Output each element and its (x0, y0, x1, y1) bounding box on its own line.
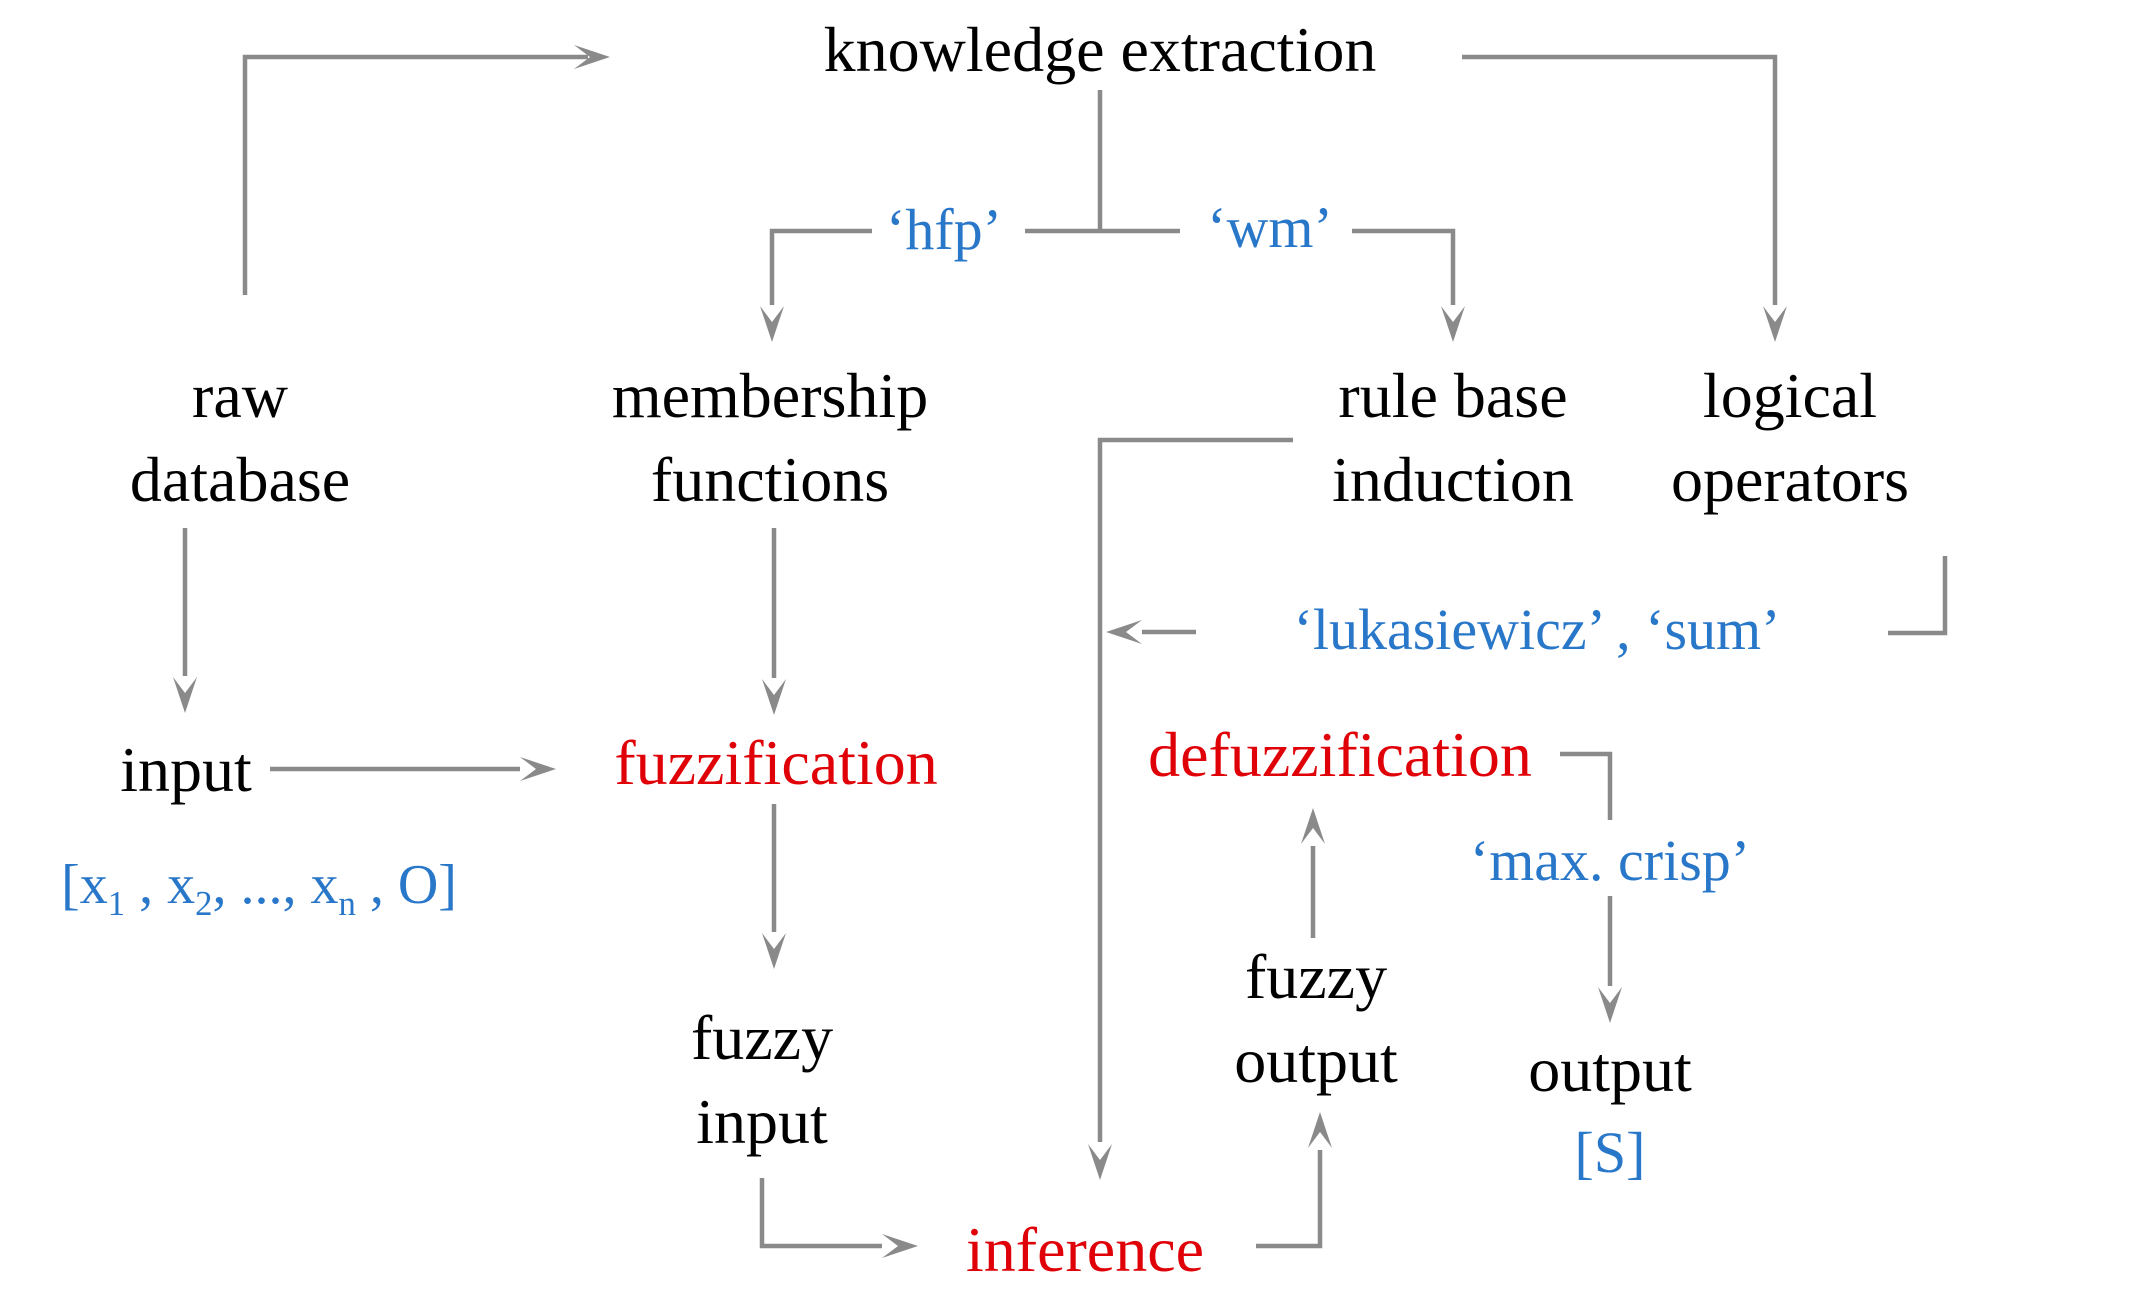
edge-knowledge-to-logical (1462, 54, 1778, 305)
node-rule-base-induction: rule base induction (1332, 360, 1574, 515)
edge-rawdb-to-input-arrowhead (173, 677, 197, 713)
edge-hfp-to-membership (769, 228, 872, 305)
edge-fuzzyinput-to-inference (759, 1178, 882, 1249)
edge-knowledge-split-stem (1025, 90, 1180, 234)
edge-wm-to-rulebase (1352, 228, 1456, 305)
edge-defuzzification-to-maxcrisp (1560, 751, 1613, 820)
node-input: input (120, 734, 252, 805)
edge-inference-to-fuzzyoutput (1256, 1150, 1323, 1249)
edge-rulebase-to-inference-arrowhead (1088, 1144, 1112, 1180)
node-fuzzy-output: fuzzy output (1234, 941, 1398, 1096)
edge-fuzzyinput-to-inference-arrowhead (882, 1234, 918, 1258)
edge-hfp-to-membership-arrowhead (760, 306, 784, 342)
label-max-crisp: ‘max. crisp’ (1469, 828, 1751, 893)
node-fuzzification: fuzzification (614, 727, 938, 798)
label-output-vector: [S] (1574, 1120, 1646, 1185)
node-inference: inference (965, 1214, 1205, 1285)
node-raw-database: raw database (129, 360, 351, 515)
edge-maxcrisp-to-output-arrowhead (1598, 987, 1622, 1023)
node-membership-functions: membership functions (611, 360, 929, 515)
label-wm: ‘wm’ (1207, 195, 1333, 260)
node-fuzzy-input: fuzzy input (690, 1002, 834, 1157)
edge-rawdb-to-knowledge-arrowhead (574, 45, 610, 69)
node-knowledge-extraction: knowledge extraction (823, 14, 1377, 85)
edge-fuzzyoutput-to-defuzzification-arrowhead (1301, 808, 1325, 844)
node-defuzzification: defuzzification (1148, 719, 1532, 790)
edge-knowledge-to-logical-arrowhead (1763, 306, 1787, 342)
edge-membership-to-fuzzification-arrowhead (762, 679, 786, 715)
label-lukasiewicz-sum: ‘lukasiewicz’ , ‘sum’ (1293, 597, 1781, 662)
edge-rawdb-to-knowledge (242, 54, 588, 295)
edge-fuzzification-to-fuzzyinput-arrowhead (762, 933, 786, 969)
node-output: output (1528, 1034, 1692, 1105)
edge-wm-to-rulebase-arrowhead (1441, 306, 1465, 342)
edge-input-to-fuzzification-arrowhead (520, 757, 556, 781)
edge-inference-to-fuzzyoutput-arrowhead (1308, 1112, 1332, 1148)
edge-logical-to-lukasiewicz (1888, 556, 1948, 636)
label-hfp: ‘hfp’ (886, 197, 1002, 262)
edge-rulebase-to-inference (1097, 437, 1293, 1142)
label-input-vector: [x1 , x2, ..., xn , O] (61, 854, 457, 924)
node-logical-operators: logical operators (1670, 360, 1910, 515)
edge-lukasiewicz-arrowhead (1106, 620, 1142, 644)
